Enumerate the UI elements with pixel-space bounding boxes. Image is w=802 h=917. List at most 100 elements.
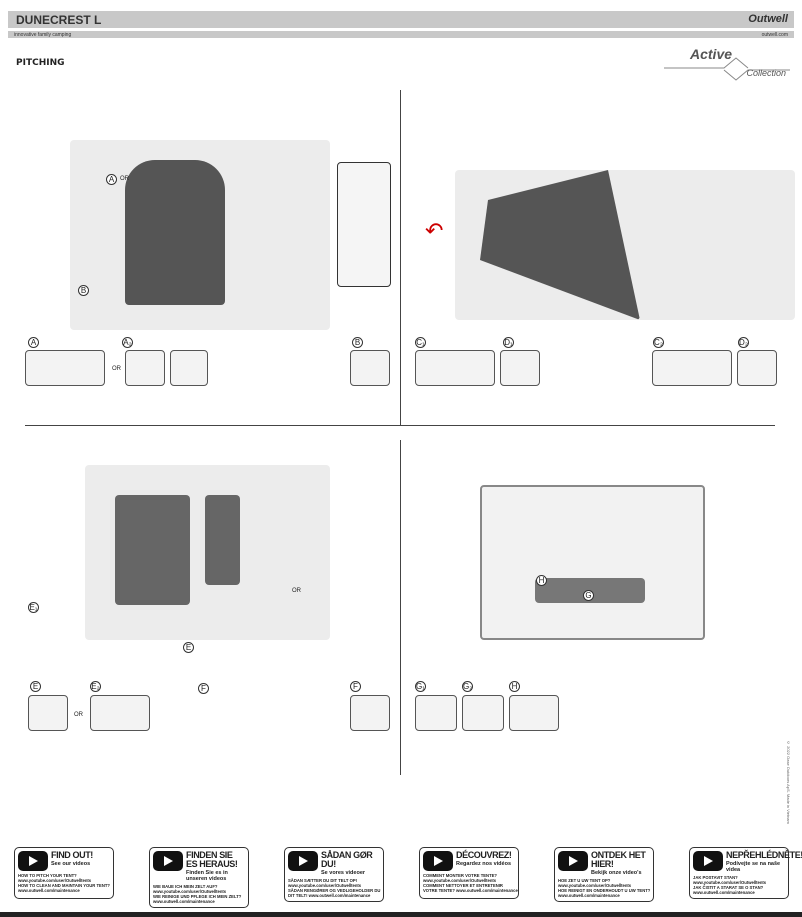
video-title: NEPŘEHLÉDNĚTE!	[726, 850, 802, 860]
or-text: OR	[112, 366, 121, 372]
detail-c1	[415, 350, 495, 386]
detail-e	[28, 695, 68, 731]
video-line: JAK ČISTIT A STARAT SE O STAN?	[693, 885, 764, 890]
label-e2: E₂	[90, 681, 101, 692]
video-line: WIE BAUE ICH MEIN ZELT AUF?	[153, 884, 218, 889]
or-text: OR	[292, 588, 301, 594]
label-g: G	[583, 590, 594, 601]
detail-f	[350, 695, 390, 731]
footer-bar	[0, 912, 802, 917]
divider	[400, 90, 401, 425]
video-link[interactable]: www.youtube.com/user/Outwelltents	[558, 883, 632, 888]
video-line: HOW TO CLEAN AND MAINTAIN YOUR TENT?	[18, 883, 110, 888]
video-line: JAK POSTAVIT STAN?	[693, 875, 738, 880]
label-e1: E₁	[28, 602, 39, 613]
product-title: DUNECREST L	[16, 13, 102, 27]
label-b: B	[352, 337, 363, 348]
label-g1: G₁	[415, 681, 426, 692]
detail-a	[25, 350, 105, 386]
detail-g2	[462, 695, 504, 731]
label-c1: C₁	[415, 337, 426, 348]
video-link[interactable]: VOTRE TENTE? www.outwell.com/maintenance	[423, 888, 518, 893]
video-link[interactable]: www.outwell.com/maintenance	[558, 893, 620, 898]
label-d2: D₂	[738, 337, 749, 348]
video-box-fr[interactable]: DÉCOUVREZ! Regardez nos vidéos COMMENT M…	[419, 847, 519, 899]
video-subtitle: Regardez nos vidéos	[456, 861, 512, 867]
label-a2: A₂	[122, 337, 133, 348]
video-link[interactable]: www.youtube.com/user/Outwelltents	[18, 878, 92, 883]
video-box-da[interactable]: SÅDAN GØR DU! Se vores videoer SÅDAN SÆT…	[284, 847, 384, 902]
video-link[interactable]: www.outwell.com/maintenance	[153, 899, 215, 904]
copyright: © 2022 Oase Outdoors ApS. Made in Vietna…	[786, 740, 791, 824]
video-line: SÅDAN SÆTTER DU DIT TELT OP!	[288, 878, 358, 883]
video-line: HOE REINIGT EN ONDERHOUDT U UW TENT?	[558, 888, 651, 893]
video-box-de[interactable]: FINDEN SIE ES HERAUS! Finden Sie es in u…	[149, 847, 249, 908]
play-icon	[288, 851, 318, 871]
video-link[interactable]: www.youtube.com/user/Outwelltents	[423, 878, 497, 883]
video-box-cs[interactable]: NEPŘEHLÉDNĚTE! Podívejte se na naše vide…	[689, 847, 802, 899]
video-title: FIND OUT!	[51, 850, 93, 860]
play-icon	[423, 851, 453, 871]
mesh-panel	[205, 495, 240, 585]
video-line: HOE ZET U UW TENT OP?	[558, 878, 611, 883]
or-text: OR	[74, 712, 83, 718]
detail-d1	[500, 350, 540, 386]
divider	[400, 440, 401, 775]
detail-h	[509, 695, 559, 731]
label-a: A	[28, 337, 39, 348]
video-title: FINDEN SIE ES HERAUS!	[186, 850, 238, 869]
collection-line2: Collection	[746, 68, 786, 78]
video-subtitle: Finden Sie es in unseren videos	[186, 870, 228, 882]
video-subtitle: Se vores videoer	[321, 870, 366, 876]
header-bar: DUNECREST L Outwell	[8, 11, 794, 28]
section-title: PITCHING	[16, 58, 65, 68]
video-link[interactable]: www.youtube.com/user/Outwelltents	[153, 889, 227, 894]
collection-line1: Active	[690, 46, 733, 62]
outwell-logo: Outwell	[748, 13, 788, 25]
play-icon	[18, 851, 48, 871]
label-h: H	[536, 575, 547, 586]
video-link[interactable]: www.youtube.com/user/Outwelltents	[693, 880, 767, 885]
video-link[interactable]: www.outwell.com/maintenance	[693, 890, 755, 895]
divider	[25, 425, 775, 426]
website: outwell.com	[761, 32, 788, 38]
video-subtitle: Bekijk onze video's	[591, 870, 642, 876]
label-c2: C₂	[653, 337, 664, 348]
play-icon	[693, 851, 723, 871]
video-subtitle: See our videos	[51, 861, 91, 867]
play-icon	[153, 851, 183, 871]
step1-tent-cover	[125, 160, 225, 305]
video-box-nl[interactable]: ONTDEK HET HIER! Bekijk onze video's HOE…	[554, 847, 654, 902]
video-subtitle: Podívejte se na naše videa	[726, 861, 781, 873]
or-text: OR	[120, 176, 129, 182]
video-link[interactable]: www.outwell.com/maintenance	[18, 888, 80, 893]
active-collection-logo: Active Collection	[664, 46, 790, 82]
video-box-en[interactable]: FIND OUT! See our videos HOW TO PITCH YO…	[14, 847, 114, 899]
video-title: DÉCOUVREZ!	[456, 850, 512, 860]
label-e: E	[30, 681, 41, 692]
label-f: F	[350, 681, 361, 692]
video-title: SÅDAN GØR DU!	[321, 850, 373, 869]
step4-tent-illustration	[480, 485, 705, 640]
label-a: A	[106, 174, 117, 185]
tagline: innovative family camping	[14, 32, 72, 38]
video-line: COMMENT MONTER VOTRE TENTE?	[423, 873, 497, 878]
video-link[interactable]: DIT TELT! www.outwell.com/maintenance	[288, 893, 371, 898]
video-line: COMMENT NETTOYER ET ENTRETENIR	[423, 883, 503, 888]
label-g2: G₂	[462, 681, 473, 692]
rotate-arrow-icon: ↶	[425, 218, 444, 243]
label-e: E	[183, 642, 194, 653]
pegs-icon-panel	[337, 162, 391, 287]
video-line: HOW TO PITCH YOUR TENT?	[18, 873, 77, 878]
video-line: WIE REINIGE UND PFLEGE ICH MEIN ZELT?	[153, 894, 242, 899]
video-title: ONTDEK HET HIER!	[591, 850, 646, 869]
label-b: B	[78, 285, 89, 296]
detail-e2	[90, 695, 150, 731]
label-f: F	[198, 683, 209, 694]
video-line: SÅDAN RENGØRER OG VEDLIGEHOLDER DU	[288, 888, 381, 893]
detail-a2	[125, 350, 165, 386]
detail-b	[350, 350, 390, 386]
label-d1: D₁	[503, 337, 514, 348]
video-link[interactable]: www.youtube.com/user/Outwelltents	[288, 883, 362, 888]
mesh-panel	[115, 495, 190, 605]
